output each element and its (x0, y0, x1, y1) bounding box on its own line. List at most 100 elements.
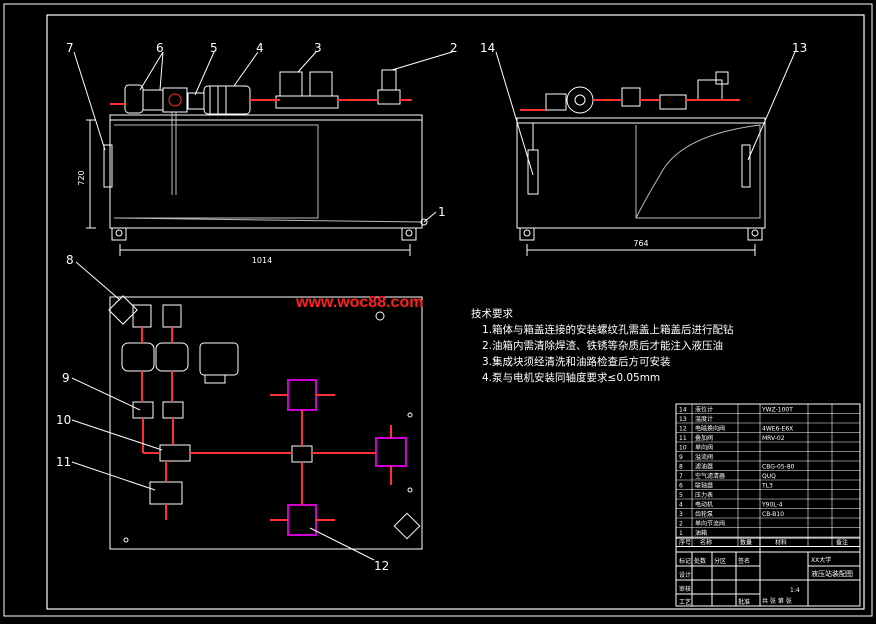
side-valve-d (715, 71, 729, 85)
parts-row-spec: CB-B10 (762, 511, 784, 518)
parts-row-name: 溢流阀 (695, 453, 713, 461)
tech-requirements: 技术要求 1.箱体与箱盖连接的安装螺纹孔需盖上箱盖后进行配钻 2.油箱内需清除焊… (471, 307, 734, 384)
tb-label-0: 标记 (679, 557, 691, 565)
callout-7: 7 (66, 41, 74, 55)
parts-table-frame (675, 403, 861, 547)
parts-row-spec: 4WE6-E6X (762, 425, 793, 432)
tb-label-3: 签名 (738, 557, 750, 565)
tb-label-7: 批准 (738, 598, 750, 606)
pump-port (168, 93, 182, 107)
parts-row-no: 5 (679, 492, 683, 499)
front-foot-left (111, 227, 127, 241)
corner-tl (108, 295, 138, 325)
tb-label-5: 审核 (679, 585, 691, 593)
parts-row-name: 联轴器 (695, 481, 713, 489)
outer-border (3, 3, 873, 617)
side-foot-left (519, 227, 535, 241)
callout-6: 6 (156, 41, 164, 55)
drain-plug (420, 218, 428, 226)
callout-13: 13 (792, 41, 807, 55)
callout-14: 14 (480, 41, 495, 55)
tank-body (109, 114, 423, 229)
title-block-frame (675, 537, 861, 607)
side-tank-cutaway (635, 124, 761, 219)
parts-header-cell: 名称 (700, 538, 712, 546)
parts-row-no: 11 (679, 435, 687, 442)
parts-row-spec: TL3 (761, 482, 773, 489)
parts-row-no: 7 (679, 473, 683, 480)
parts-header-cell: 序号 (679, 538, 691, 546)
parts-row-no: 6 (679, 482, 683, 489)
parts-row-no: 3 (679, 511, 683, 518)
pump-left-top (121, 342, 155, 372)
hole-tr (375, 311, 385, 321)
hole-r2 (407, 487, 413, 493)
parts-row-spec: CBG-05-80 (762, 463, 795, 470)
parts-row-no: 9 (679, 454, 683, 461)
inner-border (46, 14, 865, 610)
parts-row-name: 空气滤清器 (695, 472, 725, 480)
side-foot-bolt-right (751, 229, 759, 237)
side-valve-a (621, 87, 641, 107)
callout-8: 8 (66, 253, 74, 267)
parts-row-spec: QUQ (762, 473, 776, 480)
parts-row-name: 压力表 (695, 491, 713, 499)
front-view (86, 69, 428, 256)
leader-lines (71, 51, 796, 561)
parts-row-name: 液位计 (695, 405, 713, 413)
callout-1: 1 (438, 205, 446, 219)
callout-9: 9 (62, 371, 70, 385)
top-view (108, 295, 423, 550)
parts-row-no: 2 (679, 520, 683, 527)
requirement-1: 1.箱体与箱盖连接的安装螺纹孔需盖上箱盖后进行配钻 (482, 323, 734, 336)
title-block-text: XX大学 液压站装配图 1:4 共 张 第 张 标记 处数 分区 签名 设计 审… (679, 556, 853, 606)
tb-label-4: 设计 (679, 571, 691, 579)
parts-row-no: 13 (679, 416, 687, 423)
parts-row-name: 电动机 (695, 500, 713, 508)
parts-row-name: 单向阀 (695, 443, 713, 451)
parts-header-cell: 备注 (836, 538, 848, 546)
front-foot-bolt-left (115, 229, 123, 237)
requirement-3: 3.集成块须经清洗和油路检查后方可安装 (482, 355, 671, 368)
level-gauge (103, 144, 113, 188)
parts-row-no: 4 (679, 501, 683, 508)
callout-12: 12 (374, 559, 389, 573)
valve-manifold (275, 95, 339, 109)
watermark-text: www.woc88.com (295, 294, 423, 311)
front-foot-bolt-right (405, 229, 413, 237)
dim-front-height-label: 720 (77, 170, 86, 185)
side-foot-bolt-left (523, 229, 531, 237)
tank-inner (114, 124, 319, 219)
callout-3: 3 (314, 41, 322, 55)
parts-header-cell: 数量 (740, 538, 752, 546)
title-block (675, 537, 861, 607)
callout-4: 4 (256, 41, 264, 55)
front-foot-right (401, 227, 417, 241)
parts-row-spec: YWZ-100T (761, 406, 793, 413)
parts-row-name: 单向节流阀 (695, 519, 725, 527)
callout-11: 11 (56, 455, 71, 469)
parts-row-no: 8 (679, 463, 683, 470)
parts-row-name: 温度计 (695, 415, 713, 423)
parts-row-no: 10 (679, 444, 687, 451)
parts-row-name: 油箱 (695, 529, 707, 537)
parts-row-no: 12 (679, 425, 687, 432)
title-scale: 1:4 (790, 587, 800, 594)
parts-row-name: 叠加阀 (695, 434, 713, 442)
side-level-gauge (741, 144, 751, 188)
top-plate (109, 296, 423, 550)
callout-10: 10 (56, 413, 71, 427)
tb-label-6: 工艺 (679, 598, 691, 606)
parts-row-name: 电磁换向阀 (695, 424, 725, 432)
parts-row-name: 齿轮泵 (695, 510, 713, 518)
requirement-2: 2.油箱内需清除焊渣、铁锈等杂质后才能注入液压油 (482, 339, 723, 352)
tank-base-line (113, 217, 423, 223)
requirements-title: 技术要求 (471, 307, 513, 320)
parts-row-spec: Y90L-4 (761, 501, 783, 508)
side-valve-b (659, 94, 687, 110)
parts-row-name: 滤油器 (695, 462, 713, 470)
dim-front-length-label: 1014 (252, 256, 272, 265)
